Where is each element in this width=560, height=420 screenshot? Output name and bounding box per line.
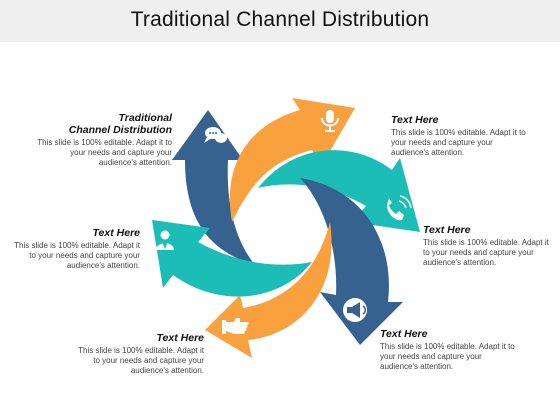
- block-body: This slide is 100% editable. Adapt it to…: [380, 342, 515, 371]
- handshake-icon: [222, 318, 249, 334]
- microphone-icon: [321, 110, 339, 132]
- arrow-orange-top: [229, 98, 355, 222]
- block-body: This slide is 100% editable. Adapt it to…: [14, 241, 140, 270]
- user-icon: [156, 230, 174, 250]
- megaphone-icon: [343, 298, 367, 322]
- block-heading: Text Here: [380, 328, 428, 340]
- title-bar: [0, 0, 560, 42]
- text-block-left-middle: Text Here This slide is 100% editable. A…: [6, 227, 140, 271]
- chat-icon: [204, 127, 227, 143]
- block-heading: Text Here: [92, 227, 140, 239]
- text-block-top-right: Text Here This slide is 100% editable. A…: [391, 114, 526, 158]
- block-body: This slide is 100% editable. Adapt it to…: [78, 346, 204, 375]
- phone-icon: [387, 195, 412, 221]
- arrow-teal-left: [152, 220, 312, 297]
- text-block-bottom-left: Text Here This slide is 100% editable. A…: [70, 332, 204, 376]
- text-block-right-middle: Text Here This slide is 100% editable. A…: [423, 224, 555, 268]
- block-heading-line2: Channel Distribution: [68, 124, 172, 136]
- block-body: This slide is 100% editable. Adapt it to…: [37, 138, 172, 167]
- block-heading: Text Here: [391, 114, 439, 126]
- text-block-traditional: Traditional Channel Distribution This sl…: [30, 112, 172, 168]
- block-heading: Text Here: [156, 332, 204, 344]
- block-heading-line1: Traditional: [118, 112, 172, 124]
- arrow-navy-upper: [172, 110, 255, 265]
- block-heading: Text Here: [423, 224, 471, 236]
- block-body: This slide is 100% editable. Adapt it to…: [391, 128, 526, 157]
- text-block-bottom-right: Text Here This slide is 100% editable. A…: [380, 328, 515, 372]
- block-body: This slide is 100% editable. Adapt it to…: [423, 238, 549, 267]
- arrow-navy-lower: [300, 178, 403, 345]
- slide-title: Traditional Channel Distribution: [130, 8, 430, 31]
- arrow-teal-right: [258, 150, 420, 232]
